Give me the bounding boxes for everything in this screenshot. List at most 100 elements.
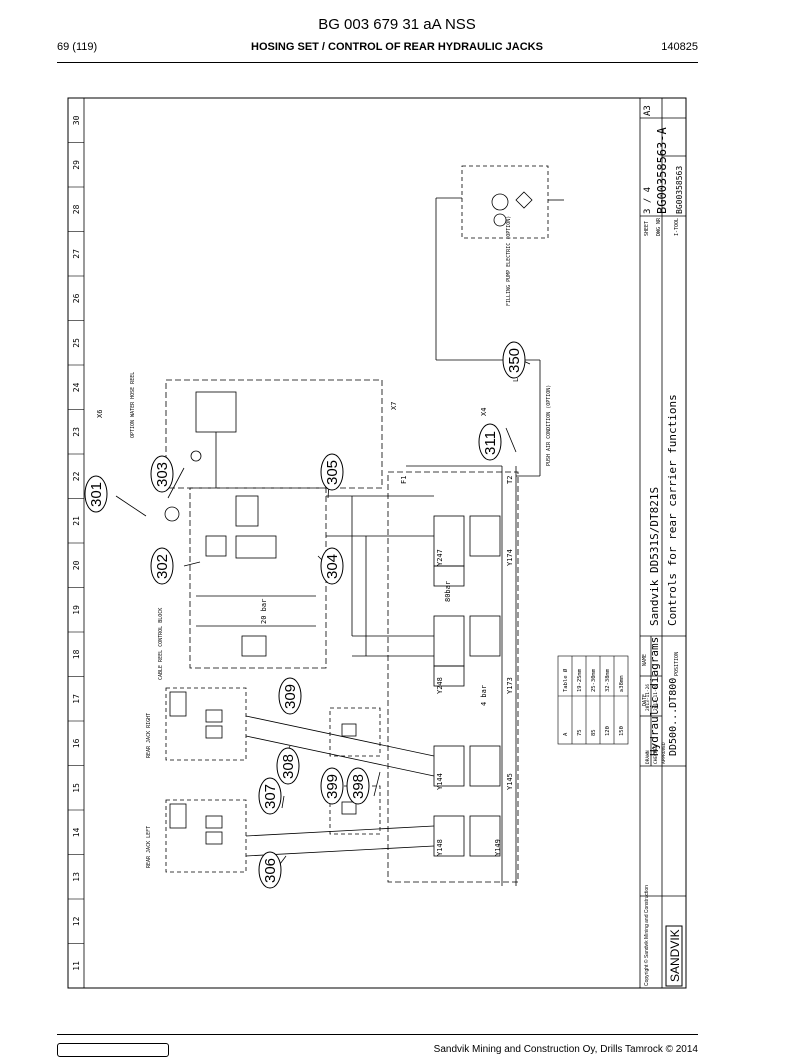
column-number: 24 — [72, 382, 81, 392]
checked-label: CHECKED — [653, 745, 659, 764]
column-number: 11 — [72, 961, 81, 971]
water-hose-reel-label: OPTION WATER HOSE REEL — [130, 372, 136, 438]
hydraulic-diagram: 1112131415161718192021222324252627282930… — [67, 97, 687, 989]
column-number: 26 — [72, 293, 81, 303]
pressure-80bar: 80bar — [444, 581, 452, 602]
callout-bubble — [346, 767, 370, 805]
hose-table-cell: A — [563, 732, 569, 736]
pressure-4bar: 4 bar — [480, 685, 488, 706]
filling-pump-label: FILLING PUMP ELECTRIC (OPTION) — [506, 216, 512, 306]
callout-number: 309 — [282, 684, 299, 709]
checked-date: 2013-11-26 — [653, 684, 659, 711]
column-number: 13 — [72, 872, 81, 882]
column-number: 17 — [72, 694, 81, 704]
hose-table-cell: 32-38mm — [605, 668, 611, 692]
sheet-size: A3 — [643, 105, 653, 116]
callout-number: 303 — [154, 462, 171, 487]
jack-right-label: REAR JACK RIGHT — [146, 713, 152, 758]
column-number: 19 — [72, 605, 81, 615]
footer-text: Sandvik Mining and Construction Oy, Dril… — [433, 1044, 698, 1055]
drawn-date: 2013-11-26 — [645, 684, 651, 711]
x7-label: X7 — [390, 402, 398, 410]
applies-to: DD500...DT800 — [668, 678, 679, 756]
callout-number: 302 — [154, 554, 171, 579]
f1-label: F1 — [400, 476, 408, 484]
callout-bubble — [84, 475, 108, 513]
tool-value: BG00358563 — [675, 166, 684, 214]
valve-y149: Y149 — [494, 839, 502, 856]
callout-bubble — [150, 455, 174, 493]
drawing-title: Controls for rear carrier functions — [666, 394, 679, 626]
callout-bubble — [320, 767, 344, 805]
t2-label: T2 — [506, 476, 514, 484]
callout-number: 305 — [324, 460, 341, 485]
x4-label: X4 — [480, 408, 488, 416]
valve-y145: Y145 — [506, 773, 514, 790]
valve-y148: Y148 — [436, 839, 444, 856]
footer-rule — [57, 1034, 698, 1035]
valve-y173: Y173 — [506, 677, 514, 694]
document-code: 140825 — [661, 41, 698, 53]
column-number: 18 — [72, 649, 81, 659]
hose-table — [557, 655, 629, 745]
callout-bubble — [258, 777, 282, 815]
callout-bubble — [320, 453, 344, 491]
callout-number: 304 — [324, 554, 341, 579]
push-air-label: PUSH AIR CONDITION (OPTION) — [546, 385, 552, 466]
callout-number: 308 — [280, 754, 297, 779]
header-rule — [57, 62, 698, 63]
callout-bubble — [478, 423, 502, 461]
company-logo-text: SANDVIK — [668, 929, 682, 982]
copyright-text: Copyright © Sandvik Mining and Construct… — [643, 885, 650, 986]
column-number: 27 — [72, 249, 81, 259]
hose-table-cell: 75 — [577, 729, 583, 736]
dwg-label: DWG NR — [656, 217, 662, 236]
callout-number: 350 — [506, 348, 523, 373]
pressure-20bar: 20 bar — [260, 599, 268, 624]
cable-reel-block-label: CABLE REEL CONTROL BLOCK — [158, 608, 164, 680]
callout-number: 306 — [262, 858, 279, 883]
callout-number: 307 — [262, 784, 279, 809]
hose-table-cell: 85 — [591, 729, 597, 736]
date-header: DATE — [642, 694, 648, 706]
valve-y144: Y144 — [436, 773, 444, 790]
valve-y247: Y247 — [436, 549, 444, 566]
column-number: 15 — [72, 783, 81, 793]
page-number: 69 (119) — [57, 41, 98, 53]
callout-number: 301 — [88, 482, 105, 507]
hose-table-cell: Table Ø — [562, 668, 569, 692]
drawn-label: DRAWN — [645, 750, 651, 764]
column-number: 20 — [72, 560, 81, 570]
hose-table-cell: 120 — [605, 726, 611, 736]
x6-label: X6 — [96, 410, 104, 418]
position-label: POSITION — [674, 652, 680, 676]
column-number: 14 — [72, 827, 81, 837]
column-number: 30 — [72, 115, 81, 125]
sheet-label: SHEET — [644, 221, 650, 236]
approved-label: APPROVED — [661, 742, 667, 764]
valve-y174: Y174 — [506, 549, 514, 566]
dwg-number: BG00358563-A — [655, 127, 669, 214]
column-number: 22 — [72, 471, 81, 481]
callout-bubble — [502, 341, 526, 379]
callout-number: 398 — [350, 774, 367, 799]
tool-label: I-TOOL — [674, 218, 680, 236]
name-header: NAME — [642, 654, 648, 666]
column-number: 29 — [72, 160, 81, 170]
column-number: 23 — [72, 427, 81, 437]
callout-number: 311 — [482, 431, 499, 455]
callout-bubble — [276, 747, 300, 785]
column-number: 25 — [72, 338, 81, 348]
callout-number: 399 — [324, 774, 341, 799]
footer-logo — [57, 1043, 169, 1057]
title-block — [639, 97, 687, 989]
callout-bubble — [150, 547, 174, 585]
hose-table-cell: 19-25mm — [577, 668, 583, 692]
valve-y248: Y248 — [436, 677, 444, 694]
column-number: 28 — [72, 204, 81, 214]
machine-name: Sandvik DD531S/DT821S — [648, 487, 661, 626]
sheet-value: 3 / 4 — [643, 187, 653, 214]
jack-left-label: REAR JACK LEFT — [146, 826, 152, 868]
diagram-category: Hydraulic diagrams — [648, 637, 661, 756]
hose-table-cell: ≥38mm — [619, 675, 625, 692]
